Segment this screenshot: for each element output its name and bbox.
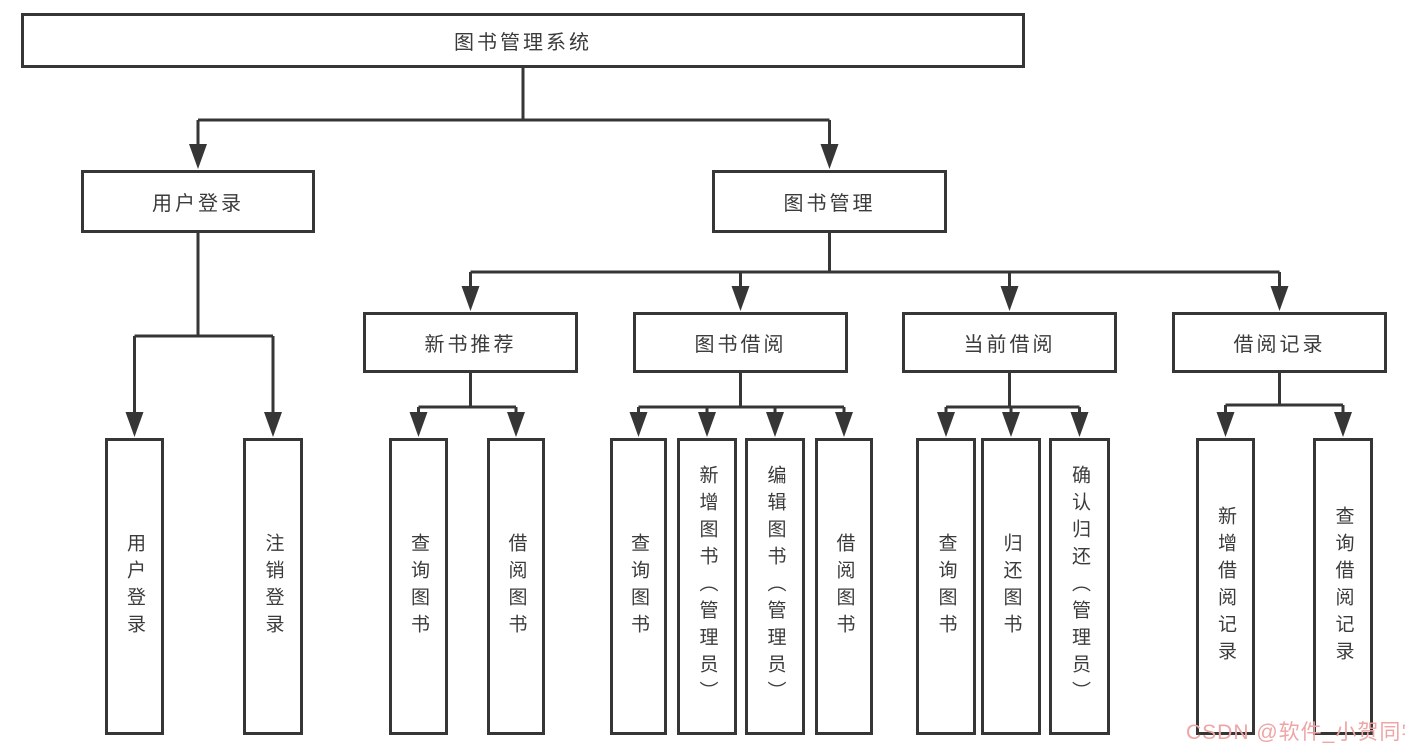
leaf-add-borrow-record: 新增借阅记录 xyxy=(1196,438,1255,735)
node-current-borrow-label: 当前借阅 xyxy=(963,334,1056,356)
leaf-add-book-admin: 新增图书（管理员） xyxy=(677,438,737,735)
leaf-add-borrow-record-label: 新增借阅记录 xyxy=(1215,505,1236,668)
connector-user-login xyxy=(133,233,275,412)
leaf-query-books-2-label: 查询图书 xyxy=(628,532,649,641)
leaf-query-books-2: 查询图书 xyxy=(610,438,667,735)
node-book-management: 图书管理 xyxy=(712,170,947,233)
connector-current-borrow xyxy=(944,373,1081,412)
node-root-label: 图书管理系统 xyxy=(454,32,592,54)
connector-book-management xyxy=(469,233,1281,288)
leaf-query-books-1: 查询图书 xyxy=(389,438,448,735)
leaf-confirm-return-admin-label: 确认归还（管理员） xyxy=(1069,465,1090,708)
leaf-edit-book-admin: 编辑图书（管理员） xyxy=(745,438,805,735)
leaf-logout-label: 注销登录 xyxy=(262,532,284,641)
leaf-query-books-1-label: 查询图书 xyxy=(408,532,429,641)
leaf-user-login-label: 用户登录 xyxy=(124,532,145,641)
arrowheads xyxy=(125,144,1352,437)
leaf-borrow-books-2: 借阅图书 xyxy=(815,438,873,735)
node-user-login-label: 用户登录 xyxy=(152,193,244,215)
leaf-user-login: 用户登录 xyxy=(105,438,164,735)
leaf-query-books-3-label: 查询图书 xyxy=(935,532,957,641)
node-new-book-recommend-label: 新书推荐 xyxy=(424,334,517,356)
node-user-login: 用户登录 xyxy=(81,170,315,233)
node-new-book-recommend: 新书推荐 xyxy=(363,312,578,373)
leaf-return-books-label: 归还图书 xyxy=(1000,532,1022,641)
csdn-watermark: CSDN @软件_小贺同学 xyxy=(1186,721,1405,744)
node-borrow-records: 借阅记录 xyxy=(1172,312,1387,373)
connector-borrow-records xyxy=(1224,373,1345,412)
node-book-borrow-label: 图书借阅 xyxy=(694,334,787,356)
connector-root xyxy=(196,68,831,146)
leaf-logout: 注销登录 xyxy=(243,438,303,735)
leaf-query-borrow-record-label: 查询借阅记录 xyxy=(1332,505,1354,668)
leaf-confirm-return-admin: 确认归还（管理员） xyxy=(1049,438,1110,735)
connector-new-book-recommend xyxy=(417,373,518,412)
node-current-borrow: 当前借阅 xyxy=(902,312,1117,373)
node-borrow-records-label: 借阅记录 xyxy=(1233,334,1326,356)
leaf-query-books-3: 查询图书 xyxy=(916,438,976,735)
leaf-return-books: 归还图书 xyxy=(981,438,1041,735)
leaf-borrow-books-2-label: 借阅图书 xyxy=(833,532,855,641)
node-book-management-label: 图书管理 xyxy=(783,193,876,215)
node-root: 图书管理系统 xyxy=(21,13,1025,68)
leaf-borrow-books-1-label: 借阅图书 xyxy=(505,532,527,641)
connector-book-borrow xyxy=(637,373,846,412)
leaf-add-book-admin-label: 新增图书（管理员） xyxy=(696,465,718,708)
node-book-borrow: 图书借阅 xyxy=(633,312,848,373)
leaf-query-borrow-record: 查询借阅记录 xyxy=(1313,438,1373,735)
leaf-borrow-books-1: 借阅图书 xyxy=(487,438,545,735)
leaf-edit-book-admin-label: 编辑图书（管理员） xyxy=(764,465,786,708)
